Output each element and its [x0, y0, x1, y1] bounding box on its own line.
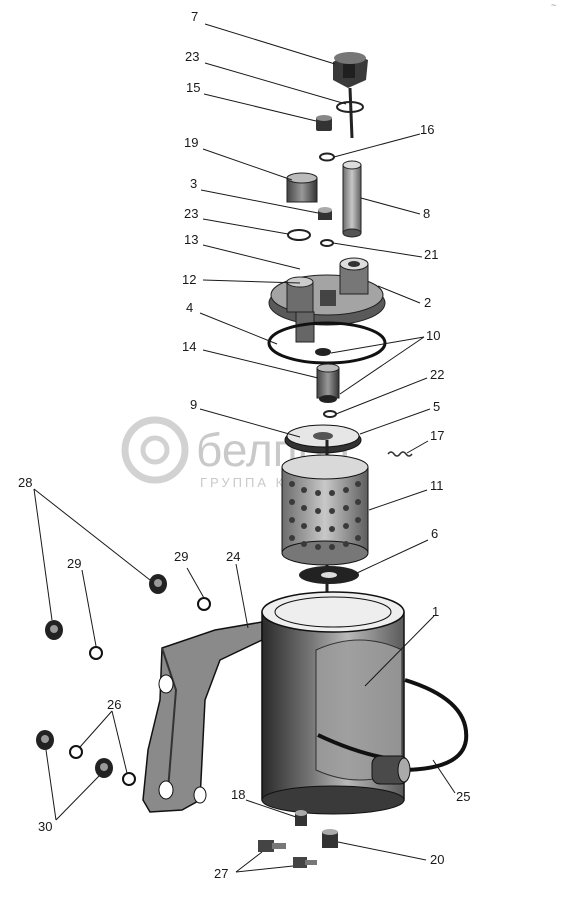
part-filter-element: [281, 454, 369, 566]
callout-7: 7: [191, 9, 198, 24]
callout-28: 28: [18, 475, 32, 490]
part-small-spring: [387, 451, 413, 457]
part-nut-28b: [45, 620, 63, 640]
part-hose: [317, 678, 469, 785]
part-bolt-27b: [293, 857, 317, 868]
callout-20: 20: [430, 852, 444, 867]
callout-4: 4: [186, 300, 193, 315]
callout-1: 1: [432, 604, 439, 619]
watermark-tagline: ГРУППА КО: [200, 475, 299, 490]
part-washer-16: [319, 152, 335, 162]
callout-13: 13: [184, 232, 198, 247]
part-nut-28a: [149, 574, 167, 594]
callout-6: 6: [431, 526, 438, 541]
callout-29-right: 29: [174, 549, 188, 564]
part-small-nut: [316, 115, 332, 131]
part-ring-3: [318, 207, 332, 220]
watermark-logo-circle: [121, 416, 189, 484]
callout-22: 22: [430, 367, 444, 382]
part-vent-plug: [333, 52, 368, 88]
callout-18: 18: [231, 787, 245, 802]
callout-14: 14: [182, 339, 196, 354]
callout-15: 15: [186, 80, 200, 95]
part-nut-30a: [36, 730, 54, 750]
part-sleeve: [316, 363, 340, 403]
callout-19: 19: [184, 135, 198, 150]
callout-16: 16: [420, 122, 434, 137]
callout-2: 2: [424, 295, 431, 310]
callout-27: 27: [214, 866, 228, 881]
callout-5: 5: [433, 399, 440, 414]
part-plug-18: [295, 810, 307, 826]
part-lockwasher-26b: [122, 772, 136, 786]
callout-25: 25: [456, 789, 470, 804]
callout-23-upper: 23: [185, 49, 199, 64]
part-tube: [342, 160, 362, 238]
callout-21: 21: [424, 247, 438, 262]
part-lockwasher-29a: [197, 597, 211, 611]
callout-11: 11: [430, 478, 444, 493]
part-seal-10: [315, 348, 331, 356]
part-bolt-27a: [258, 840, 286, 852]
callout-10: 10: [426, 328, 440, 343]
part-washer-21: [320, 239, 334, 247]
part-bushing: [286, 172, 318, 203]
part-large-o-ring: [267, 321, 387, 365]
callout-17: 17: [430, 428, 444, 443]
part-washer-22: [323, 410, 337, 418]
callout-3: 3: [190, 176, 197, 191]
part-fitting-20: [322, 829, 338, 848]
callout-29-left: 29: [67, 556, 81, 571]
part-bottom-gasket: [299, 566, 359, 584]
leader-lines: [33, 23, 456, 873]
callout-24: 24: [226, 549, 240, 564]
watermark-logo-inner: [140, 435, 170, 465]
callout-9: 9: [190, 397, 197, 412]
part-nut-30b: [95, 758, 113, 778]
callout-numbers: 7 23 15 16 19 3 8 23 21 13 12 2 4 10 14 …: [18, 9, 470, 881]
callout-23-lower: 23: [184, 206, 198, 221]
part-element-top-disc: [284, 424, 362, 454]
part-lockwasher-26a: [69, 745, 83, 759]
callout-26: 26: [107, 697, 121, 712]
part-rod: [348, 87, 354, 139]
part-bracket: [142, 621, 263, 813]
callout-12: 12: [182, 272, 196, 287]
callout-8: 8: [423, 206, 430, 221]
corner-mark: ~: [551, 0, 556, 10]
part-o-ring-lower: [287, 229, 311, 241]
callout-30: 30: [38, 819, 52, 834]
part-lockwasher-29b: [89, 646, 103, 660]
part-filter-cover: [268, 257, 386, 343]
